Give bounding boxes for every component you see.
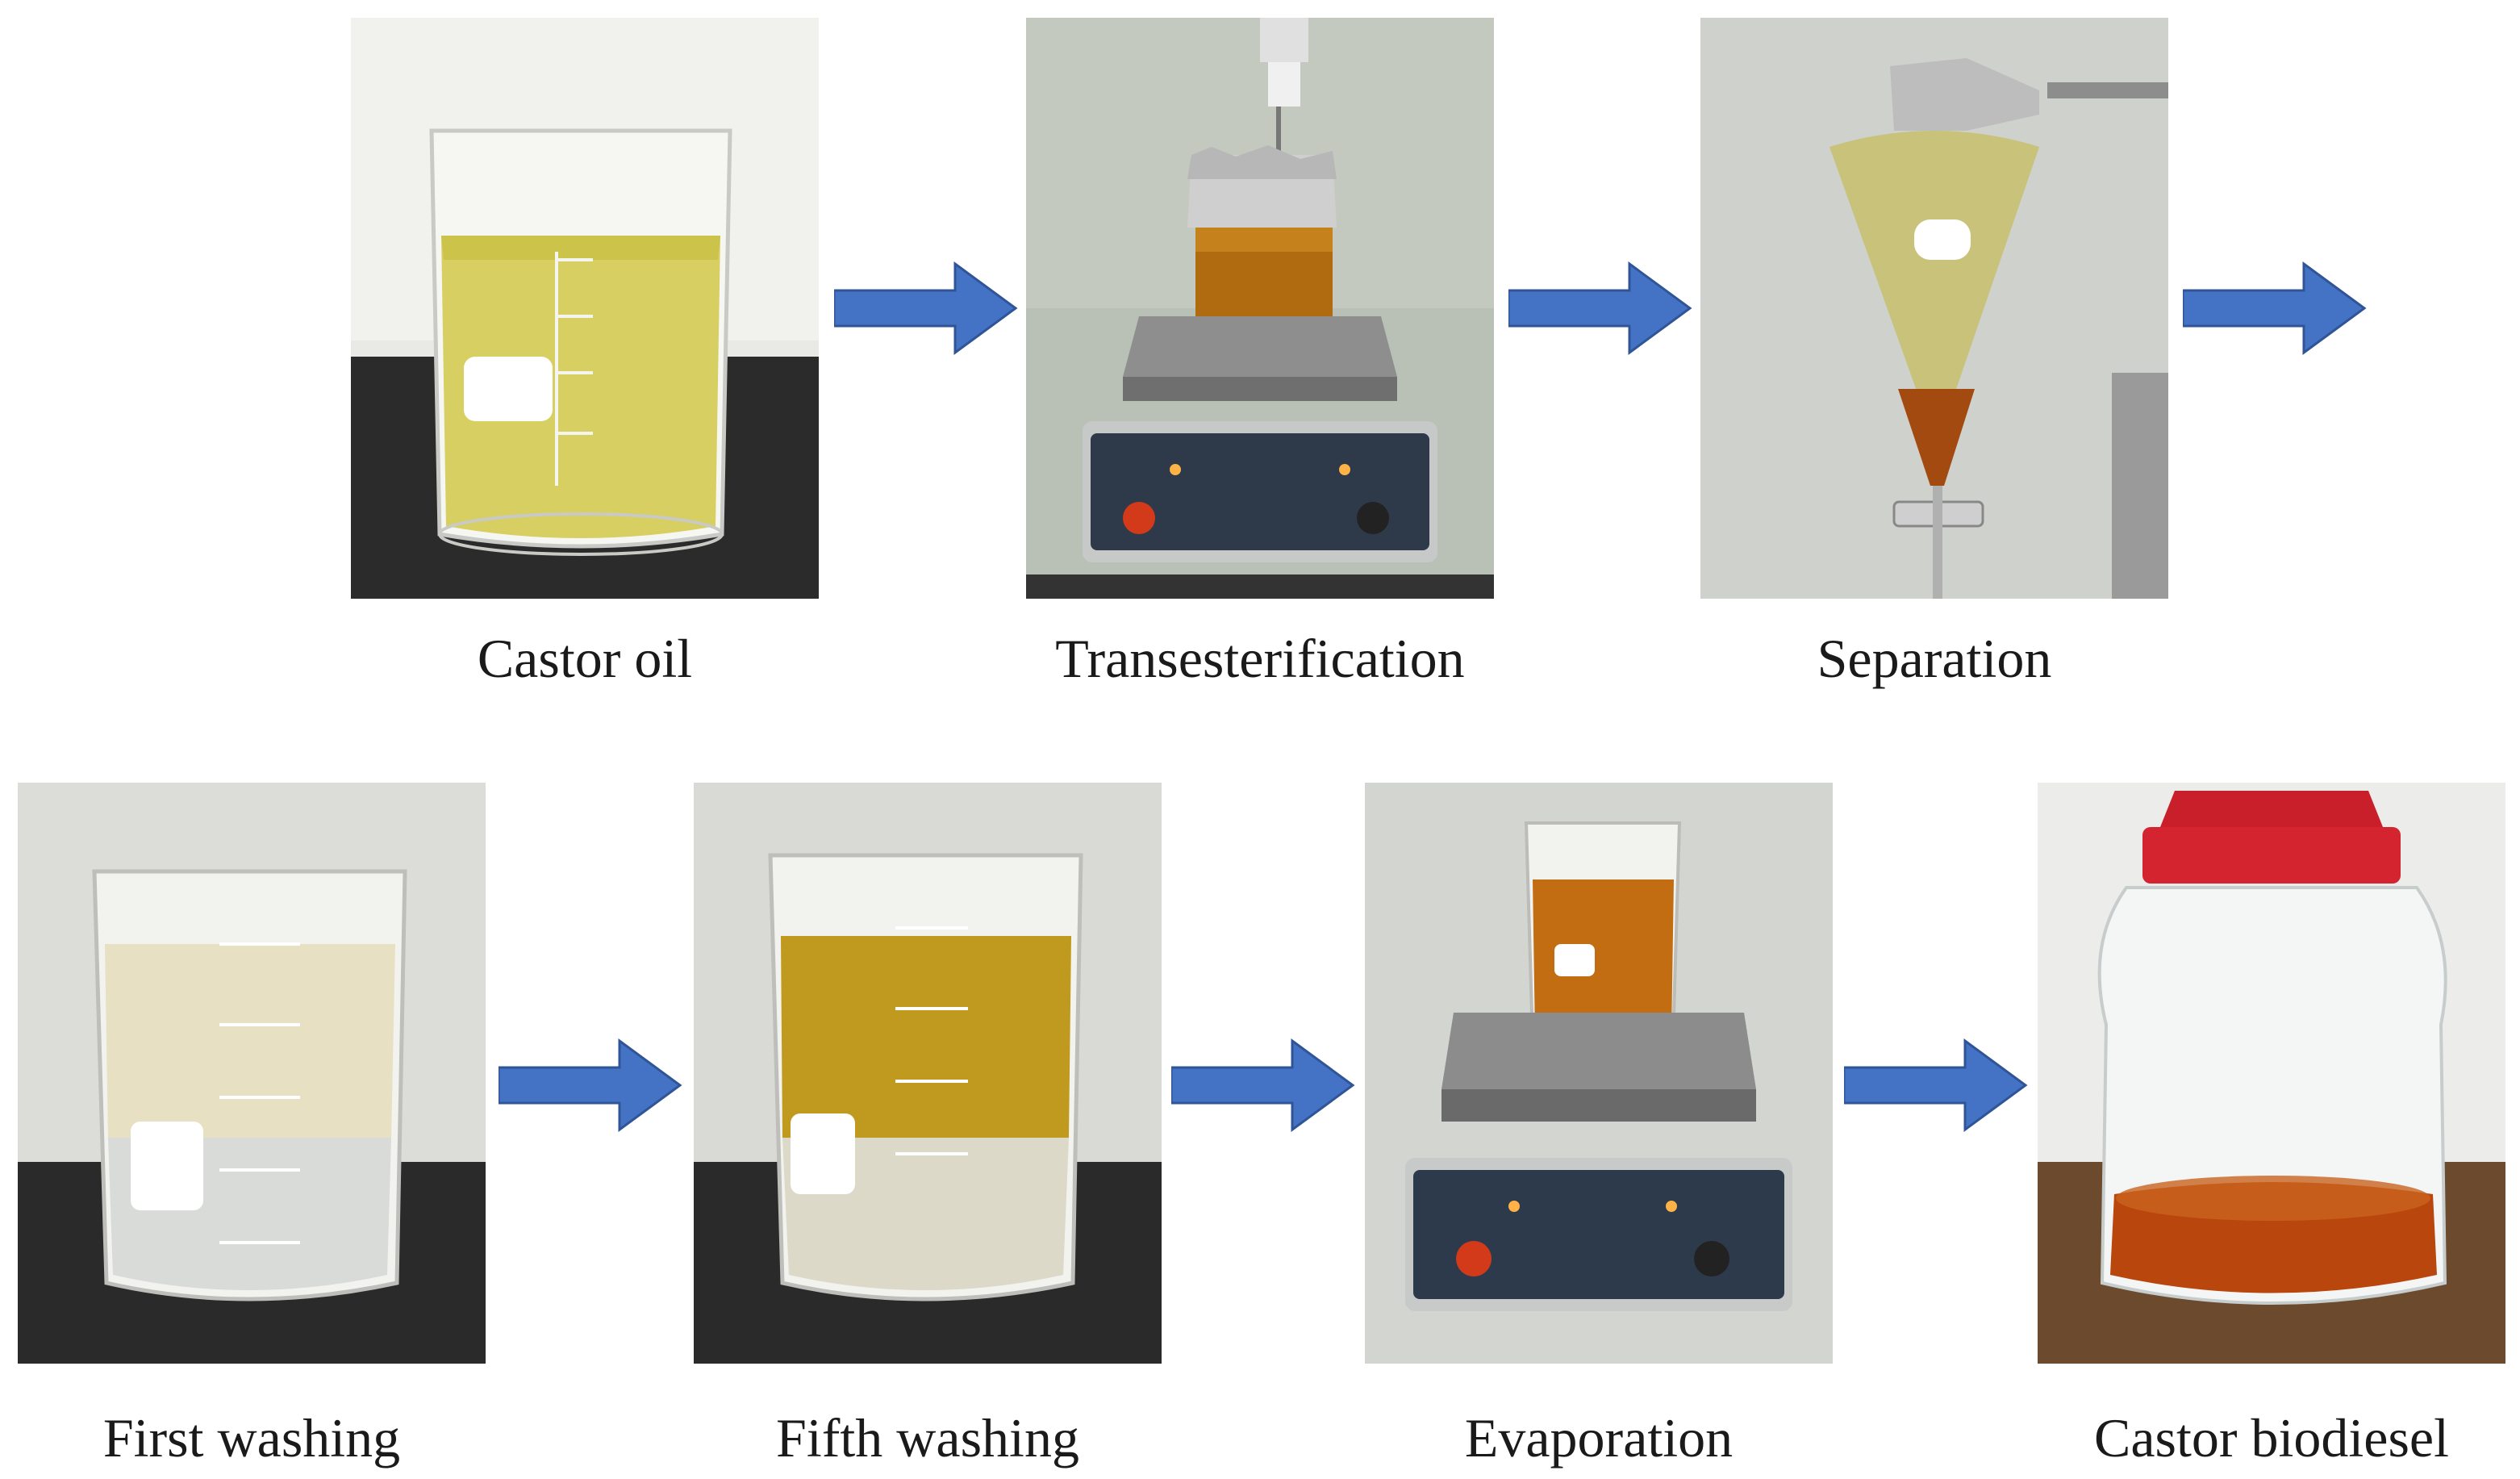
castor-oil-photo bbox=[351, 18, 819, 599]
step-label-evaporation: Evaporation bbox=[1464, 1407, 1734, 1469]
arrow-right-icon bbox=[1508, 260, 1694, 357]
step-label-first-washing: First washing bbox=[102, 1407, 401, 1469]
step-label-castor-oil: Castor oil bbox=[477, 628, 693, 689]
fifth-washing-photo bbox=[694, 783, 1162, 1364]
arrow-right-icon bbox=[834, 260, 1020, 357]
step-label-castor-biodiesel: Castor biodiesel bbox=[2093, 1407, 2450, 1469]
step-label-fifth-washing: Fifth washing bbox=[776, 1407, 1079, 1469]
arrow-right-icon bbox=[499, 1037, 684, 1134]
step-label-separation: Separation bbox=[1817, 628, 2052, 689]
arrow-right-icon bbox=[1171, 1037, 1357, 1134]
castor-biodiesel-photo bbox=[2038, 783, 2505, 1364]
arrow-right-icon bbox=[1844, 1037, 2030, 1134]
evaporation-photo bbox=[1365, 783, 1833, 1364]
step-label-transesterification: Transesterification bbox=[1055, 628, 1465, 689]
first-washing-photo bbox=[18, 783, 486, 1364]
arrow-right-icon bbox=[2183, 260, 2368, 357]
transesterification-photo bbox=[1026, 18, 1494, 599]
separation-photo bbox=[1700, 18, 2168, 599]
